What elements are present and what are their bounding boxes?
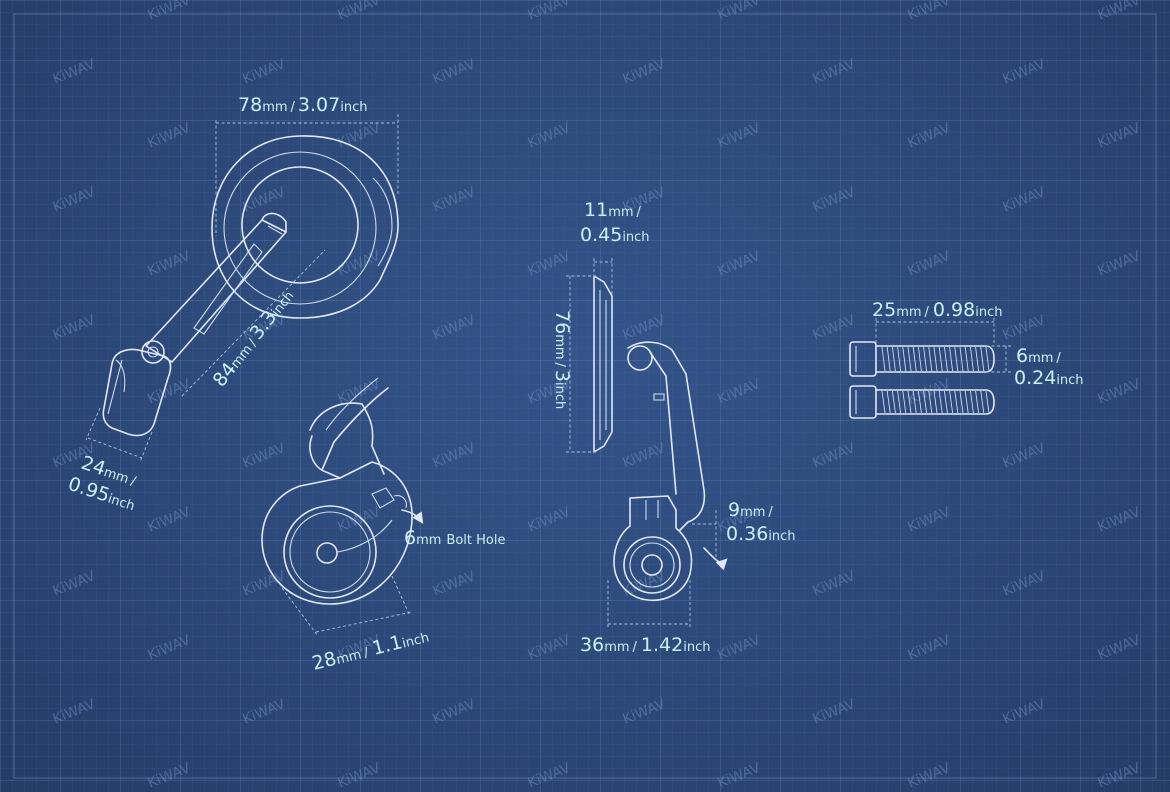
bolt-thread-line bbox=[917, 390, 922, 414]
svg-text:24mm/: 24mm/ bbox=[78, 452, 139, 491]
svg-text:9mm/: 9mm/ bbox=[728, 499, 773, 521]
bolt-thread-line bbox=[881, 390, 886, 414]
label-base-width: 36mm/1.42inch bbox=[580, 634, 710, 656]
bolt-thread-line bbox=[928, 346, 933, 372]
bolt-thread-line bbox=[917, 346, 922, 372]
bolt-thread-line bbox=[959, 346, 964, 372]
bolt-thread-line bbox=[985, 346, 990, 372]
bolt-thread-line bbox=[933, 390, 938, 414]
mirror-side-view bbox=[566, 258, 728, 628]
bolt-thread-line bbox=[949, 390, 954, 414]
bolt-thread-line bbox=[912, 346, 917, 372]
bolt-thread-line bbox=[933, 346, 938, 372]
bolt-thread-line bbox=[881, 346, 886, 372]
bolt-thread-line bbox=[886, 346, 891, 372]
bolt-thread-line bbox=[891, 390, 896, 414]
bolt-thread-line bbox=[959, 390, 964, 414]
bolt-thread-line bbox=[964, 346, 969, 372]
bolt-thread-line bbox=[985, 390, 990, 414]
bolt-thread-line bbox=[975, 390, 980, 414]
bolt-thread-line bbox=[954, 390, 959, 414]
bolt-thread-line bbox=[980, 390, 985, 414]
svg-text:11mm/: 11mm/ bbox=[584, 199, 642, 221]
bolt-thread-line bbox=[923, 390, 928, 414]
bolt-thread-line bbox=[907, 390, 912, 414]
bolt-thread-line bbox=[969, 390, 974, 414]
label-offset: 9mm/ 0.36inch bbox=[726, 499, 796, 545]
bolt-thread-line bbox=[902, 390, 907, 414]
bolt-thread-line bbox=[912, 390, 917, 414]
label-mirror-depth: 11mm/ 0.45inch bbox=[580, 199, 650, 246]
bolt-thread-line bbox=[923, 346, 928, 372]
label-mirror-width: 78mm/3.07inch bbox=[238, 94, 367, 116]
bolt-top bbox=[849, 341, 995, 377]
bolt-thread-line bbox=[943, 346, 948, 372]
bolt-thread-line bbox=[886, 390, 891, 414]
svg-text:0.24inch: 0.24inch bbox=[1014, 367, 1084, 389]
bolt-thread-line bbox=[897, 390, 902, 414]
bolt-thread-line bbox=[891, 346, 896, 372]
bolt-thread-line bbox=[938, 390, 943, 414]
mirror-front-view bbox=[85, 114, 399, 463]
bolt-thread-line bbox=[975, 346, 980, 372]
bolt-thread-line bbox=[949, 346, 954, 372]
bolt-thread-line bbox=[969, 346, 974, 372]
svg-text:0.36inch: 0.36inch bbox=[726, 523, 796, 545]
svg-text:0.45inch: 0.45inch bbox=[580, 224, 650, 246]
label-bolt-length: 25mm/0.98inch bbox=[872, 299, 1002, 321]
bolts-view bbox=[849, 318, 1012, 419]
frame bbox=[13, 13, 1157, 779]
bolt-thread-line bbox=[902, 346, 907, 372]
label-mirror-height: 76mm/3inch bbox=[551, 310, 573, 409]
clamp-detail-view bbox=[261, 377, 424, 637]
bolt-thread-line bbox=[980, 346, 985, 372]
bolt-thread-line bbox=[928, 390, 933, 414]
bolt-thread-line bbox=[897, 346, 902, 372]
svg-text:6mm/: 6mm/ bbox=[1016, 345, 1061, 367]
bolt-bottom bbox=[849, 385, 995, 419]
bolt-thread-line bbox=[943, 390, 948, 414]
bolt-thread-line bbox=[907, 346, 912, 372]
bolt-thread-line bbox=[954, 346, 959, 372]
bolt-thread-line bbox=[964, 390, 969, 414]
label-bolt-diameter: 6mm/ 0.24inch bbox=[1014, 345, 1084, 389]
bolt-thread-line bbox=[938, 346, 943, 372]
